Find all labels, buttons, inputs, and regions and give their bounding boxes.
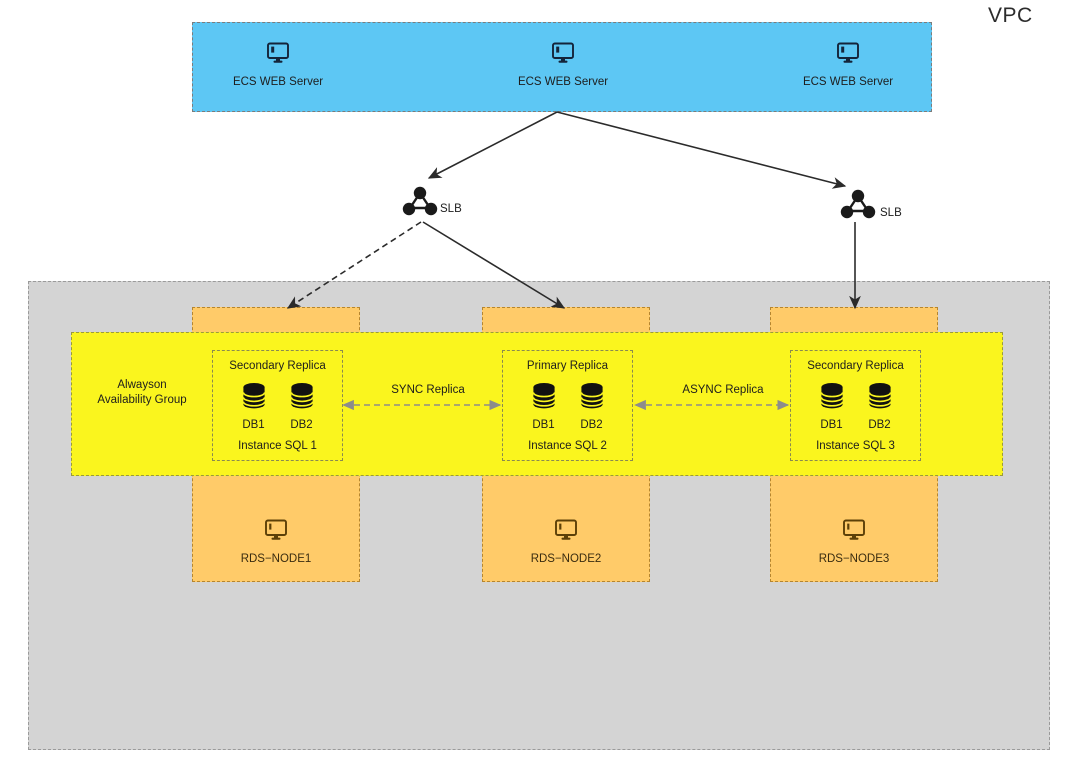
availability-group-title-line2: Availability Group [97, 394, 187, 406]
database-icon [531, 383, 557, 416]
instance-sql-3-box[interactable]: Secondary Replica DB1 [790, 350, 921, 461]
database-row: DB1 DB2 [791, 382, 920, 431]
replica-role-label: Secondary Replica [807, 360, 904, 372]
database-db1[interactable]: DB1 [819, 382, 845, 431]
database-db2[interactable]: DB2 [867, 382, 893, 431]
slb-2-label: SLB [880, 207, 902, 219]
database-db1[interactable]: DB1 [241, 382, 267, 431]
ecs-web-server-3[interactable]: ECS WEB Server [768, 39, 928, 88]
instance-name-label: Instance SQL 2 [528, 440, 607, 452]
instance-sql-1-box[interactable]: Secondary Replica DB1 [212, 350, 343, 461]
vpc-title: VPC [988, 4, 1033, 27]
instance-sql-2-box[interactable]: Primary Replica DB1 [502, 350, 633, 461]
database-icon [819, 383, 845, 416]
database-label: DB2 [868, 419, 891, 431]
database-db2[interactable]: DB2 [579, 382, 605, 431]
replica-role-label: Secondary Replica [229, 360, 326, 372]
database-icon [579, 383, 605, 416]
ecs-web-server-2[interactable]: ECS WEB Server [483, 39, 643, 88]
database-db2[interactable]: DB2 [289, 382, 315, 431]
connector-ecs-to-slb-2 [556, 111, 847, 189]
rds-node-label: RDS−NODE1 [240, 553, 312, 565]
ecs-web-tier-container: ECS WEB Server ECS WEB Server [192, 22, 932, 112]
rds-node-3-content: RDS−NODE3 [771, 516, 937, 565]
database-label: DB2 [580, 419, 603, 431]
monitor-icon [193, 516, 359, 549]
availability-group-title: Alwayson Availability Group [82, 378, 202, 408]
ecs-web-server-1[interactable]: ECS WEB Server [198, 39, 358, 88]
ecs-web-server-label: ECS WEB Server [232, 76, 324, 88]
instance-name-label: Instance SQL 3 [816, 440, 895, 452]
database-icon [289, 383, 315, 416]
replica-role-label: Primary Replica [526, 360, 609, 372]
instance-name-label: Instance SQL 1 [238, 440, 317, 452]
slb-cluster-icon [402, 186, 438, 216]
ecs-web-server-label: ECS WEB Server [517, 76, 609, 88]
monitor-icon [768, 39, 928, 72]
connector-ecs-to-slb-1 [427, 111, 558, 179]
availability-group-title-line1: Alwayson [117, 379, 167, 391]
ecs-web-server-label: ECS WEB Server [802, 76, 894, 88]
rds-node-2-content: RDS−NODE2 [483, 516, 649, 565]
database-label: DB1 [532, 419, 555, 431]
database-label: DB1 [242, 419, 265, 431]
database-label: DB1 [820, 419, 843, 431]
database-label: DB2 [290, 419, 313, 431]
database-row: DB1 DB2 [213, 382, 342, 431]
rds-node-1-content: RDS−NODE1 [193, 516, 359, 565]
monitor-icon [771, 516, 937, 549]
rds-node-label: RDS−NODE2 [530, 553, 602, 565]
sync-replica-label: SYNC Replica [391, 384, 465, 396]
monitor-icon [483, 39, 643, 72]
database-row: DB1 DB2 [503, 382, 632, 431]
slb-1-label: SLB [440, 203, 462, 215]
rds-node-label: RDS−NODE3 [818, 553, 890, 565]
database-db1[interactable]: DB1 [531, 382, 557, 431]
slb-cluster-icon [840, 189, 876, 219]
async-replica-label: ASYNC Replica [682, 384, 764, 396]
database-icon [241, 383, 267, 416]
monitor-icon [483, 516, 649, 549]
database-icon [867, 383, 893, 416]
monitor-icon [198, 39, 358, 72]
